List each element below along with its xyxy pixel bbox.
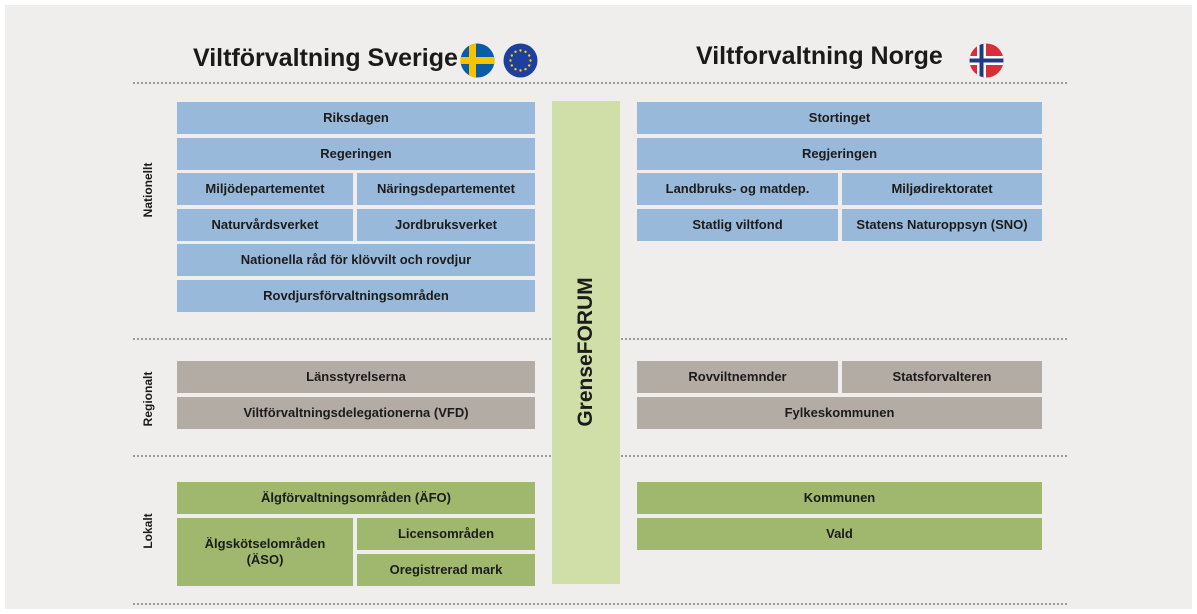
norway-national-box: Landbruks- og matdep. [637, 173, 838, 205]
sweden-local-box: Licensområden [357, 518, 535, 550]
sweden-national-box: Riksdagen [177, 102, 535, 134]
eu-flag-icon [503, 43, 538, 78]
sweden-national-box: Jordbruksverket [357, 209, 535, 241]
norway-national-box: Regjeringen [637, 138, 1042, 170]
sweden-local-box: Älgförvaltningsområden (ÄFO) [177, 482, 535, 514]
norway-national-box: Statens Naturoppsyn (SNO) [842, 209, 1042, 241]
level-label-regional: Regionalt [141, 371, 155, 427]
sweden-regional-box: Länsstyrelserna [177, 361, 535, 393]
sweden-national-box: Näringsdepartementet [357, 173, 535, 205]
norway-regional-box: Fylkeskommunen [637, 397, 1042, 429]
sweden-national-box: Miljödepartementet [177, 173, 353, 205]
sweden-national-box: Nationella råd för klövvilt och rovdjur [177, 244, 535, 276]
norway-flag-icon [969, 43, 1004, 78]
norway-local-box: Vald [637, 518, 1042, 550]
norway-national-box: Statlig viltfond [637, 209, 838, 241]
sweden-local-box: Oregistrerad mark [357, 554, 535, 586]
separator-line [133, 603, 1067, 605]
norway-local-box: Kommunen [637, 482, 1042, 514]
sweden-flag-icon [460, 43, 495, 78]
grenseforum-bar [552, 101, 620, 584]
sweden-regional-box: Viltförvaltningsdelegationerna (VFD) [177, 397, 535, 429]
norway-regional-box: Statsforvalteren [842, 361, 1042, 393]
norway-title: Viltforvaltning Norge [696, 42, 943, 70]
grenseforum-label: GrenseFORUM [574, 277, 597, 427]
level-label-national: Nationellt [141, 162, 155, 218]
sweden-local-box: Älgskötselområden (ÄSO) [177, 518, 353, 586]
separator-line [133, 82, 1067, 84]
sweden-national-box: Naturvårdsverket [177, 209, 353, 241]
norway-national-box: Stortinget [637, 102, 1042, 134]
norway-regional-box: Rovviltnemnder [637, 361, 838, 393]
sweden-national-box: Rovdjursförvaltningsområden [177, 280, 535, 312]
sweden-title: Viltförvaltning Sverige [193, 44, 458, 72]
sweden-national-box: Regeringen [177, 138, 535, 170]
norway-national-box: Miljødirektoratet [842, 173, 1042, 205]
level-label-local: Lokalt [141, 513, 155, 549]
